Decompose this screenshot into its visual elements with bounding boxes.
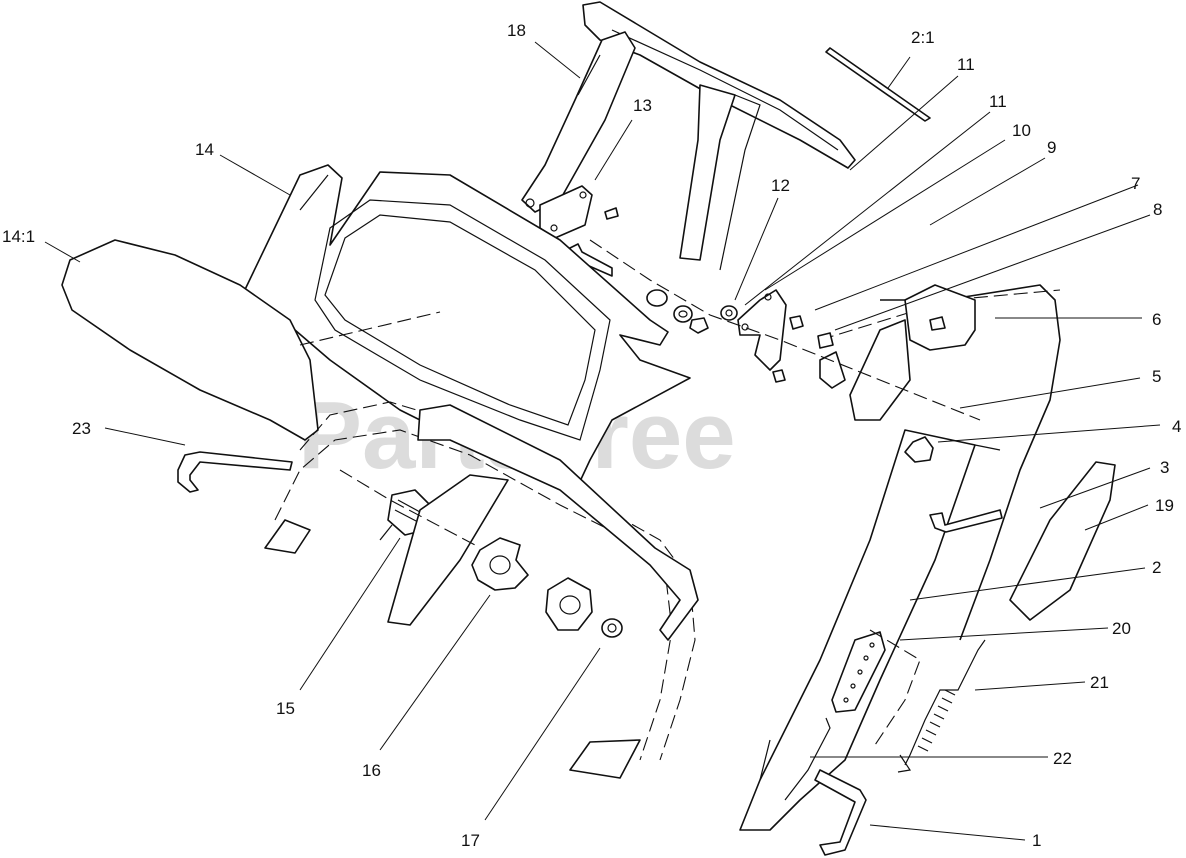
callout-16[interactable]: 16 [362, 761, 381, 780]
callout-19[interactable]: 19 [1155, 496, 1174, 515]
callout-17[interactable]: 17 [461, 831, 480, 850]
callout-11b[interactable]: 11 [989, 92, 1007, 111]
part-16-knob[interactable] [387, 474, 529, 626]
callout-10[interactable]: 10 [1012, 121, 1031, 140]
callout-3[interactable]: 3 [1160, 458, 1169, 477]
part-14-1-grip[interactable] [61, 239, 319, 441]
part-13-clip[interactable] [539, 185, 619, 239]
part-1-bent-rod[interactable] [814, 769, 867, 856]
callout-18[interactable]: 18 [507, 21, 526, 40]
callout-1[interactable]: 1 [1032, 831, 1041, 850]
part-18-bracket[interactable] [521, 31, 636, 213]
callout-20[interactable]: 20 [1112, 619, 1131, 638]
part-21-spring[interactable] [897, 639, 986, 773]
part-17-knob[interactable] [545, 577, 623, 638]
callout-6[interactable]: 6 [1152, 310, 1161, 329]
callout-22[interactable]: 22 [1053, 749, 1072, 768]
callout-21[interactable]: 21 [1090, 673, 1109, 692]
lower-handle-frame [264, 284, 1061, 779]
callout-7[interactable]: 7 [1131, 174, 1140, 193]
assembly-lines [299, 239, 981, 746]
callout-labels: 18 13 2:1 11 11 10 9 7 8 14 12 14:1 6 5 … [2, 21, 1181, 850]
part-14-console[interactable] [239, 164, 691, 493]
callout-9[interactable]: 9 [1047, 138, 1056, 157]
hardware-nuts-washers[interactable] [646, 289, 1003, 533]
callout-4[interactable]: 4 [1172, 417, 1181, 436]
callout-23[interactable]: 23 [72, 419, 91, 438]
part-23-bent-rod[interactable] [177, 451, 293, 493]
leader-lines [44, 41, 1161, 841]
part-2-tube[interactable] [739, 429, 1001, 831]
callout-5[interactable]: 5 [1152, 367, 1161, 386]
callout-14[interactable]: 14 [195, 140, 214, 159]
callout-14-1[interactable]: 14:1 [2, 227, 35, 246]
part-22-rod[interactable] [784, 717, 831, 801]
callout-2[interactable]: 2 [1152, 558, 1161, 577]
callout-12[interactable]: 12 [771, 176, 790, 195]
callout-2-1[interactable]: 2:1 [911, 28, 935, 47]
callout-15[interactable]: 15 [276, 699, 295, 718]
part-19-sleeve[interactable] [1009, 461, 1116, 621]
part-20-plate[interactable] [831, 631, 886, 713]
callout-8[interactable]: 8 [1153, 200, 1162, 219]
part-9-bracket[interactable] [737, 289, 846, 389]
callout-13[interactable]: 13 [633, 96, 652, 115]
upper-handle-bar[interactable] [582, 1, 931, 271]
callout-11a[interactable]: 11 [957, 55, 975, 74]
